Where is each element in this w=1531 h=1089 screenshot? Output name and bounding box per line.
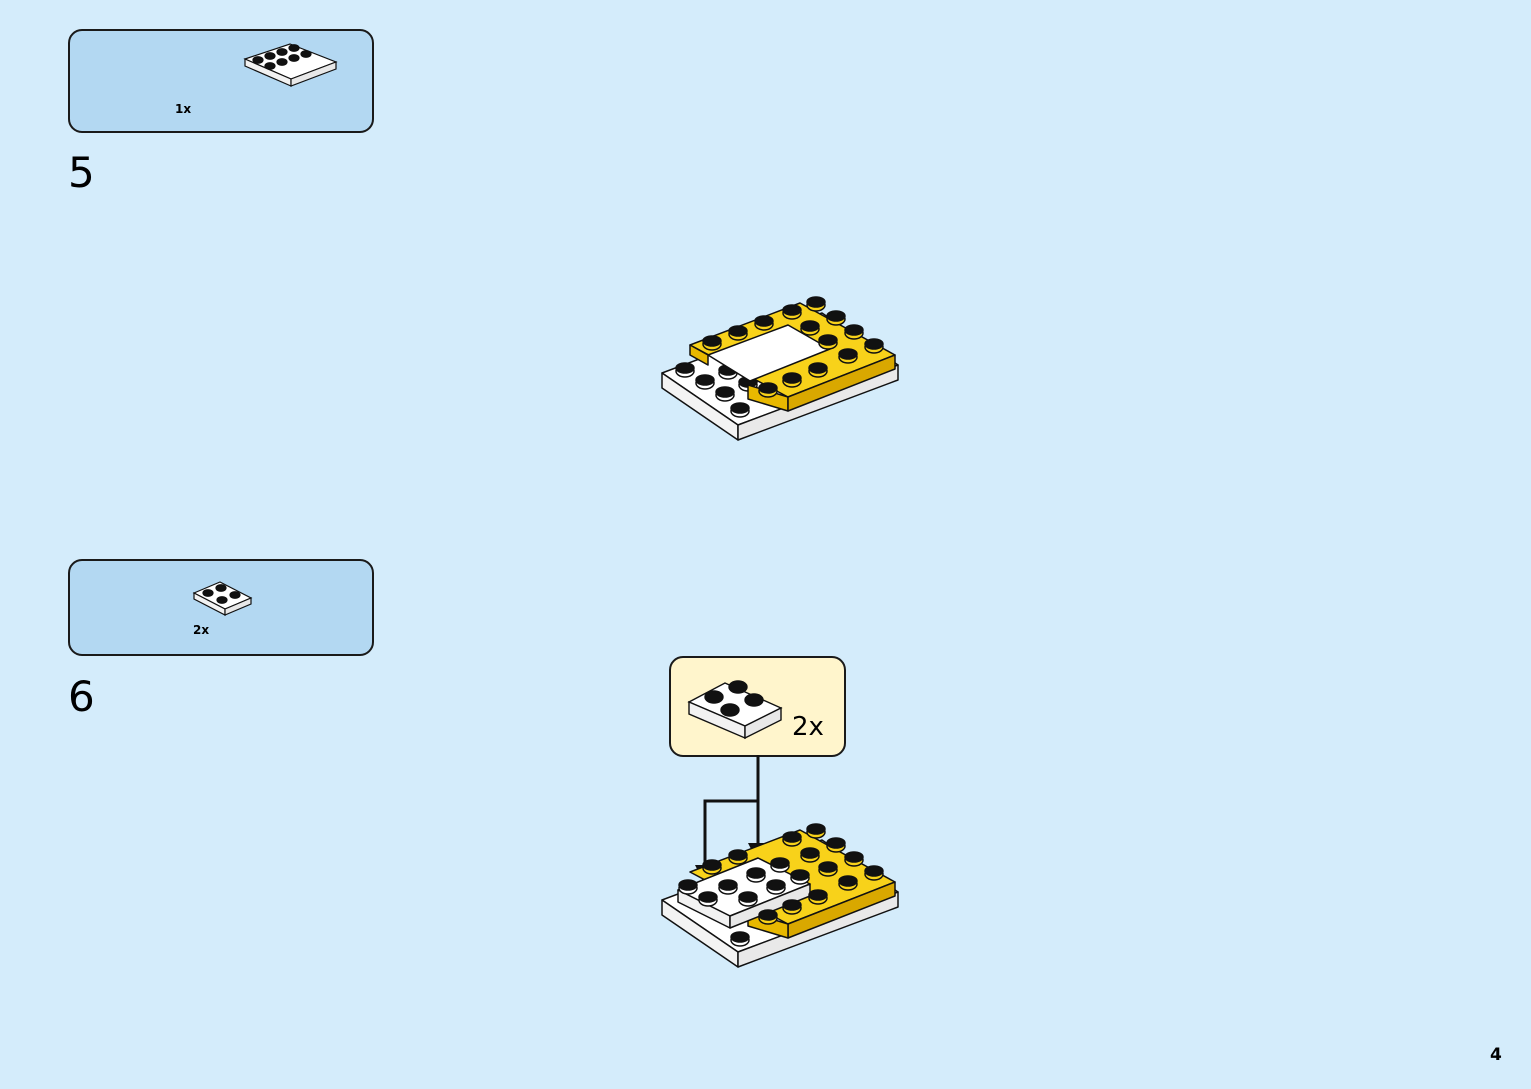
step5-assembly-model xyxy=(661,296,899,441)
callout-quantity: 2x xyxy=(792,712,824,742)
step6-assembly-model xyxy=(661,823,899,968)
step6-part-quantity: 2x xyxy=(193,623,210,637)
step5-number: 5 xyxy=(68,148,95,197)
step6-parts-box: 2x xyxy=(68,559,374,656)
white-plate-2x2-icon xyxy=(192,581,253,616)
step5-parts-box: 1x xyxy=(68,29,374,133)
step6-callout-box: 2x xyxy=(669,656,846,757)
white-plate-2x4-icon xyxy=(243,43,338,87)
step6-number: 6 xyxy=(68,672,95,721)
page-number: 4 xyxy=(1490,1045,1502,1065)
white-plate-2x2-callout-icon xyxy=(687,680,783,740)
step5-part-quantity: 1x xyxy=(175,102,192,116)
